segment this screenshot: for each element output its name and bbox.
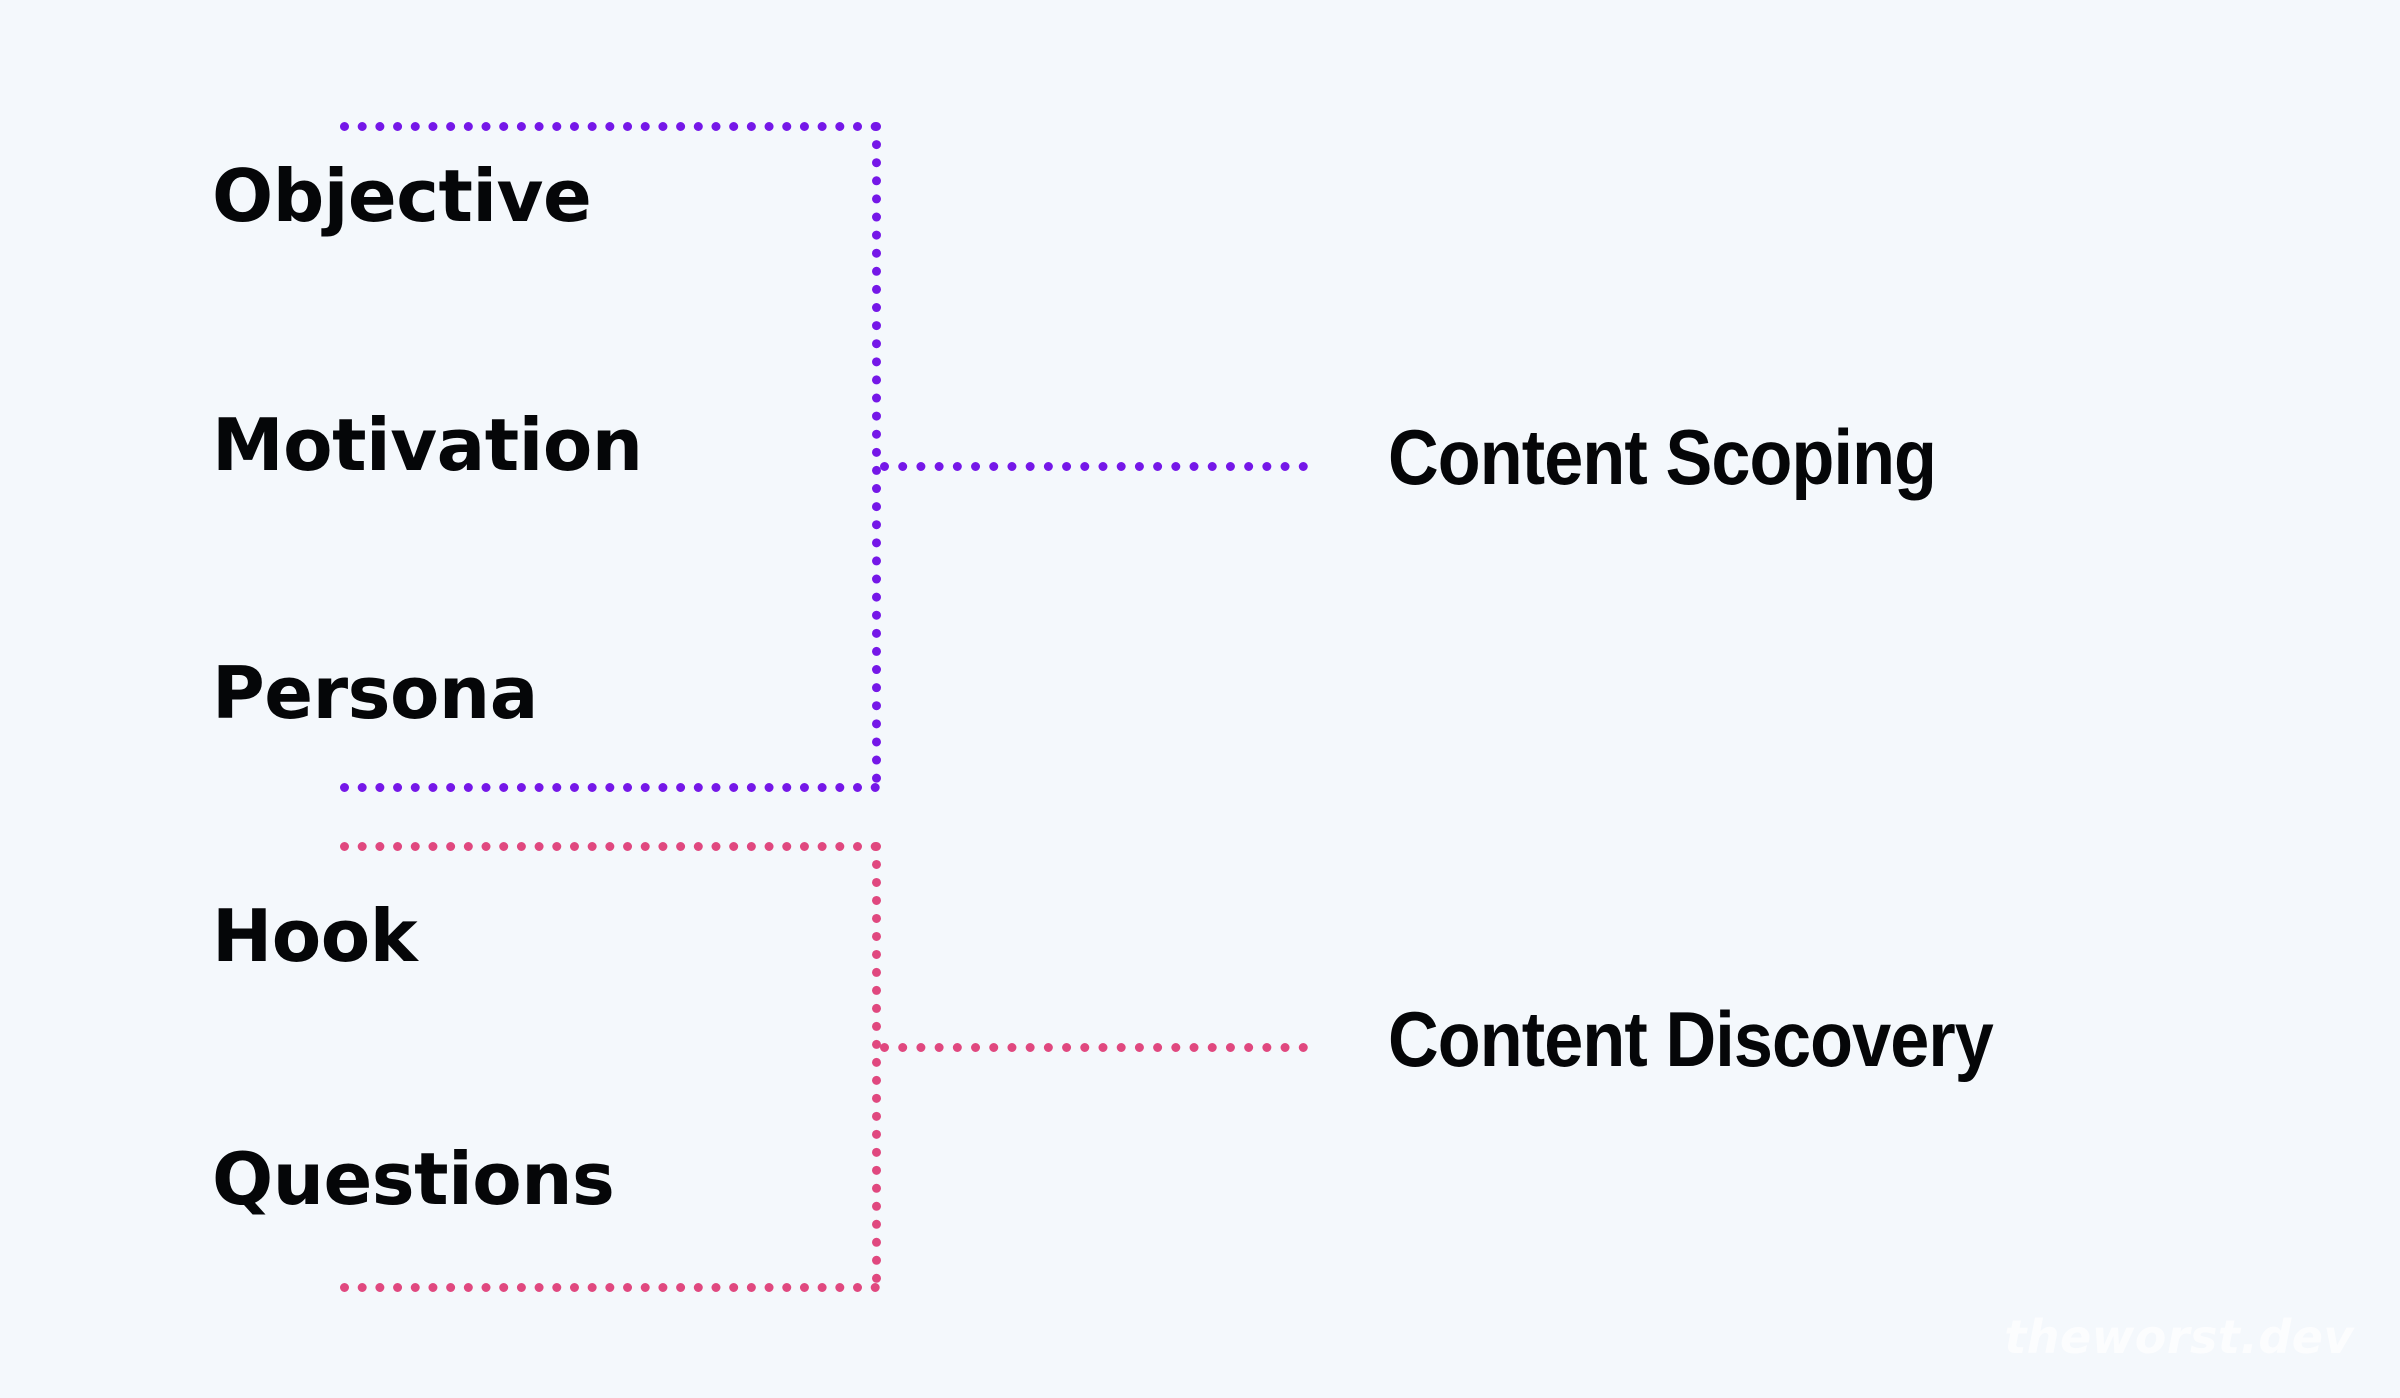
pink-bracket-vertical-line [872, 842, 881, 1283]
item-label-hook: Hook [212, 894, 418, 978]
pink-bracket-bottom-line [340, 1283, 880, 1292]
item-label-motivation: Motivation [212, 403, 643, 487]
purple-bracket-vertical-line [872, 122, 881, 783]
purple-bracket-top-line [340, 122, 880, 131]
pink-bracket-top-line [340, 842, 880, 851]
watermark: theworst.dev [2004, 1310, 2354, 1364]
item-label-objective: Objective [212, 154, 592, 238]
item-label-questions: Questions [212, 1137, 615, 1221]
purple-connector-line [880, 462, 1308, 471]
pink-connector-line [880, 1043, 1308, 1052]
item-label-persona: Persona [212, 651, 538, 735]
purple-bracket-bottom-line [340, 783, 880, 792]
group-label-content-discovery: Content Discovery [1388, 995, 1994, 1083]
group-label-content-scoping: Content Scoping [1388, 413, 1937, 501]
